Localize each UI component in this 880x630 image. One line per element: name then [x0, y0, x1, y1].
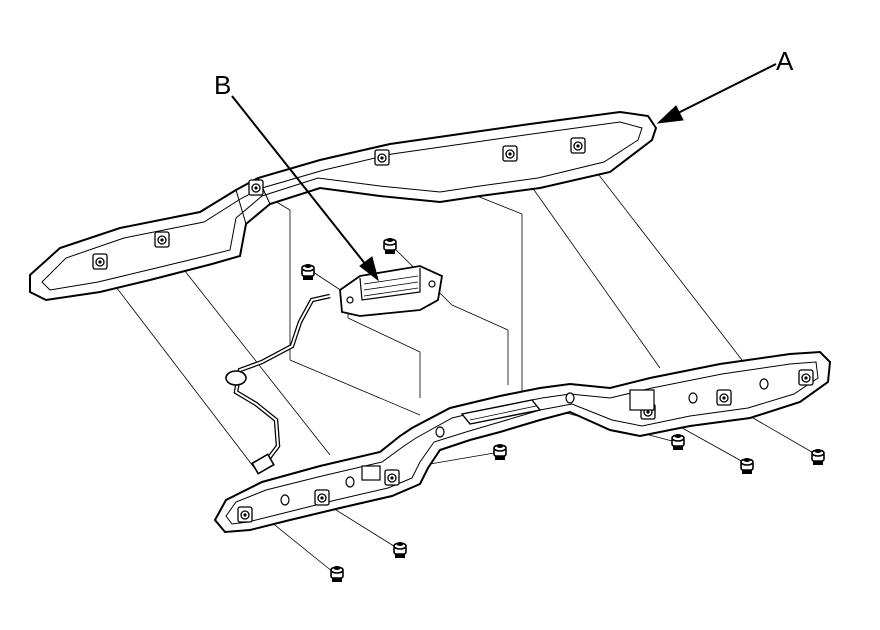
bracket-hole: [280, 494, 290, 506]
callout-leaders: [231, 63, 777, 282]
garnish-clip-mount: [502, 145, 518, 162]
callout-label-b: B: [214, 70, 232, 100]
garnish-clip-mount: [374, 149, 390, 166]
bolt-icon: [671, 433, 685, 451]
callout-label-a: A: [776, 46, 794, 76]
garnish-clip-mount: [570, 137, 586, 154]
bolt-icon: [393, 541, 407, 559]
bolt-icon: [740, 457, 754, 475]
bracket-mount-pad: [798, 369, 814, 386]
bracket-slot: [361, 465, 381, 481]
bracket-mount-pad: [237, 506, 253, 523]
garnish-trim: [29, 110, 658, 302]
bracket-hole: [345, 476, 355, 488]
grommet-icon: [225, 370, 247, 386]
bolt-icon: [330, 565, 344, 583]
garnish-clip-mount: [248, 179, 264, 196]
connector-icon: [251, 453, 275, 475]
bracket-mount-pad: [314, 489, 330, 506]
bracket-slot: [629, 389, 655, 411]
wire-harness: [225, 293, 331, 475]
bolt-icon: [493, 443, 507, 461]
bolt-icon: [383, 237, 397, 255]
bracket-hole: [688, 392, 698, 404]
base-bracket: [213, 350, 832, 534]
bolt-icon: [811, 448, 825, 466]
switch-unit: [339, 265, 444, 317]
bracket-hole: [435, 426, 445, 438]
bracket-hole: [759, 378, 769, 390]
garnish-clip-mount: [154, 231, 170, 248]
bolt-icon: [301, 263, 315, 281]
bracket-mount-pad: [384, 469, 400, 486]
garnish-clip-mount: [92, 253, 108, 270]
bracket-mount-pad: [716, 389, 732, 406]
bracket-hole: [565, 392, 575, 404]
